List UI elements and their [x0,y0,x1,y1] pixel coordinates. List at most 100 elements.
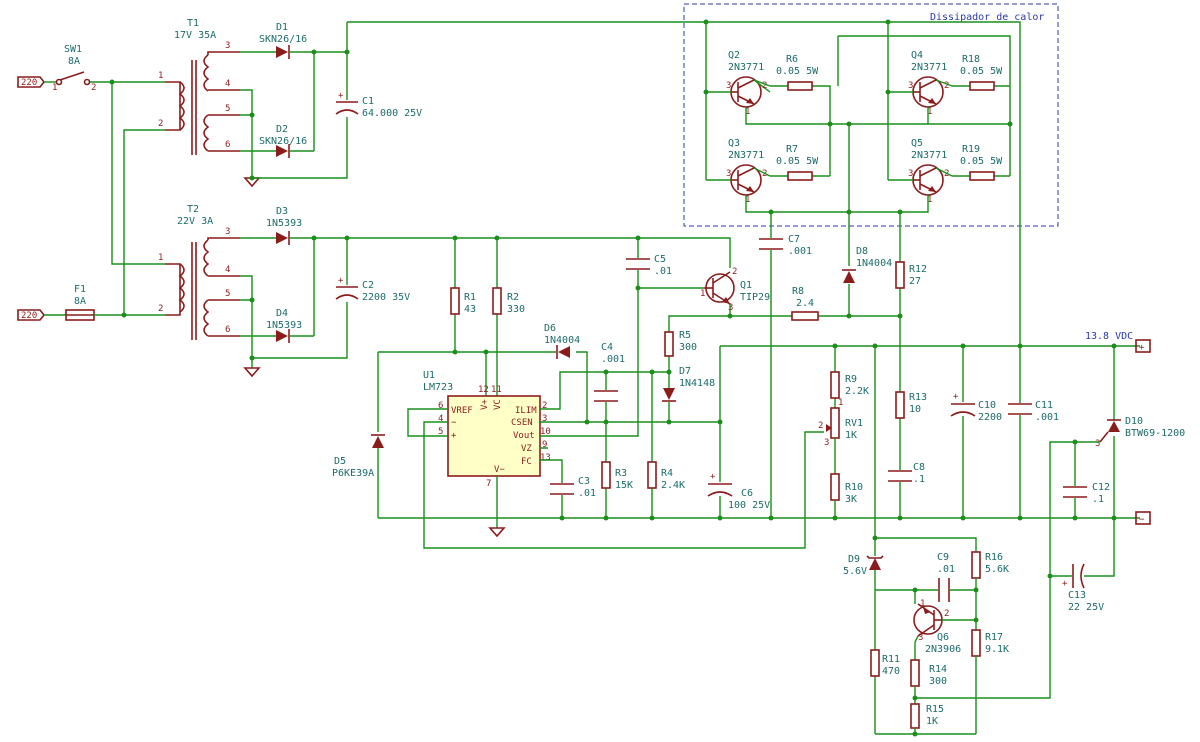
q5-value: 2N3771 [911,150,947,161]
d5-value: P6KE39A [332,468,374,479]
f1-ref: F1 [74,284,86,295]
r15-value: 1K [926,716,938,727]
diode-d3: D3 1N5393 [240,206,347,245]
svg-text:1: 1 [838,398,843,408]
svg-text:1: 1 [920,599,925,609]
svg-text:4: 4 [225,265,230,275]
svg-text:2: 2 [542,401,547,411]
diode-d7: D7 1N4148 [662,366,715,422]
capacitor-c12: C12 .1 [1063,442,1110,518]
svg-text:VZ: VZ [521,444,532,454]
svg-text:5: 5 [225,104,230,114]
d10-value: BTW69-1200 [1125,428,1185,439]
c13-value: 22 25V [1068,602,1104,613]
input-2-label: 220 [21,311,37,321]
d2-ref: D2 [276,124,288,135]
c7-value: .001 [788,246,812,257]
q4-ref: Q4 [911,50,923,61]
resistor-r13: R13 10 [895,316,927,468]
resistor-r17: R17 9.1K [971,629,1009,734]
d4-value: 1N5393 [266,320,302,331]
fuse-f1: F1 8A [44,284,124,321]
zener-d9: D9 5.6V [843,554,884,590]
r8-ref: R8 [792,286,804,297]
r19-ref: R19 [962,144,980,155]
resistor-r18: R18 0.05 5W [952,54,1010,91]
c5-ref: C5 [654,254,666,265]
r1-value: 43 [464,304,476,315]
c12-value: .1 [1092,494,1104,505]
c11-ref: C11 [1035,400,1053,411]
svg-text:2: 2 [944,81,949,91]
svg-text:2: 2 [732,267,737,277]
svg-text:4: 4 [438,414,443,424]
q2-ref: Q2 [728,50,740,61]
capacitor-c4: C4 .001 [594,342,625,422]
t1-value: 17V 35A [174,30,216,41]
svg-text:+: + [338,91,344,101]
capacitor-c3: C3 .01 [550,476,596,518]
c6-ref: C6 [741,488,753,499]
diode-d8: D8 1N4004 [842,212,892,316]
resistor-r2: R2 330 [492,238,525,396]
svg-text:V+: V+ [480,399,490,410]
r7-ref: R7 [786,144,798,155]
d8-value: 1N4004 [856,258,892,269]
diode-d2: D2 SKN26/16 [240,124,314,158]
svg-text:+: + [710,472,716,482]
svg-text:3: 3 [918,633,923,643]
rv1-ref: RV1 [845,418,863,429]
r2-value: 330 [507,304,525,315]
svg-text:4: 4 [225,79,230,89]
c9-value: .01 [937,564,955,575]
svg-text:2: 2 [158,119,163,129]
capacitor-c13: + C13 22 25V [1050,518,1115,613]
r16-value: 5.6K [985,564,1009,575]
output-negative-terminal: − [1135,511,1151,525]
c8-ref: C8 [913,462,925,473]
svg-text:2: 2 [944,609,949,619]
d1-value: SKN26/16 [259,34,307,45]
r7-value: 0.05 5W [776,156,819,167]
diode-d5: D5 P6KE39A [332,352,385,518]
scr-d10: 3 D10 BTW69-1200 [1095,346,1185,518]
diode-d6: D6 1N4004 [486,323,588,422]
svg-text:6: 6 [225,325,230,335]
svg-text:3: 3 [1095,439,1100,449]
c3-value: .01 [578,488,596,499]
svg-text:3: 3 [225,41,230,51]
r6-value: 0.05 5W [776,66,819,77]
svg-text:+: + [451,431,457,441]
d4-ref: D4 [276,308,288,319]
resistor-r4: R4 2.4K [647,372,685,518]
t1-ref: T1 [187,18,199,29]
capacitor-c8: C8 .1 [888,462,925,518]
r1-ref: R1 [464,292,476,303]
d10-ref: D10 [1125,416,1143,427]
r10-ref: R10 [845,482,863,493]
f1-value: 8A [74,296,86,307]
resistor-r9: R9 2.2K [830,346,869,408]
r15-ref: R15 [926,704,944,715]
c1-ref: C1 [362,96,374,107]
q3-ref: Q3 [728,138,740,149]
svg-text:FC: FC [521,457,532,467]
capacitor-c1: + C1 64.000 25V [252,52,422,179]
r6-ref: R6 [786,54,798,65]
svg-text:6: 6 [438,401,443,411]
q4-value: 2N3771 [911,62,947,73]
t2-ref: T2 [187,204,199,215]
c5-value: .01 [654,266,672,277]
svg-text:5: 5 [438,427,443,437]
svg-text:6: 6 [225,140,230,150]
svg-text:2: 2 [91,83,96,93]
r12-ref: R12 [909,264,927,275]
capacitor-c10: + C10 2200 [950,346,1002,518]
r14-value: 300 [929,676,947,687]
